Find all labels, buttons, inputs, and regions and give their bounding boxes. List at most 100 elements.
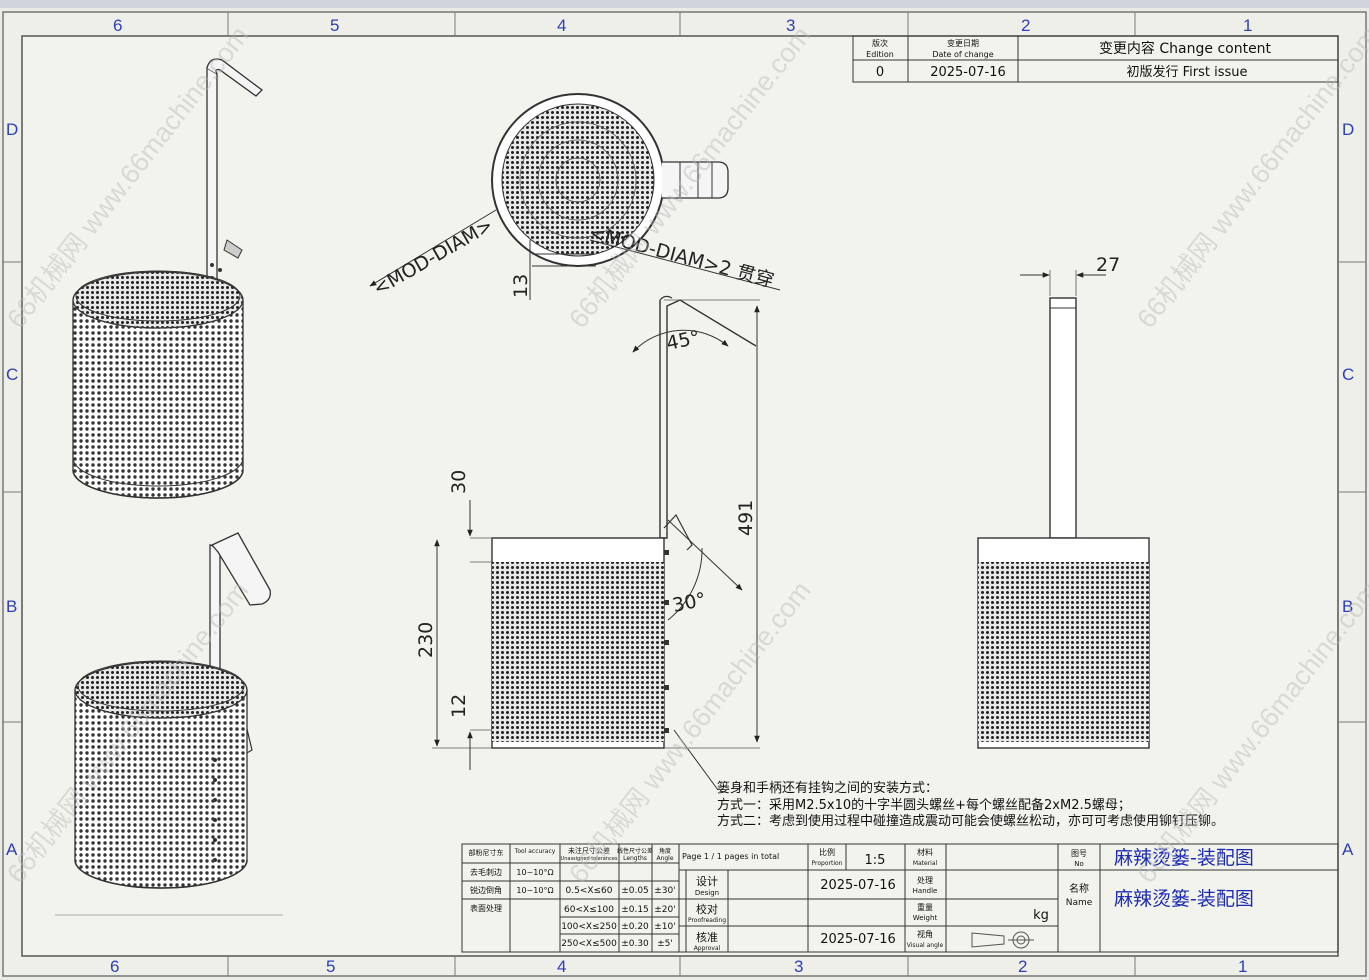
dim-13: 13 [510,274,532,298]
svg-text:Weight: Weight [913,914,938,922]
title-block-text: 部粉尼寸东 Tool accuracy 未注尺寸公差 Unassigned to… [469,846,1254,952]
svg-text:材料: 材料 [917,847,933,857]
top-view [369,93,781,300]
svg-text:麻辣烫篓-装配图: 麻辣烫篓-装配图 [1114,847,1254,869]
svg-text:Name: Name [1066,898,1093,908]
svg-text:变更日期: 变更日期 [947,38,979,48]
svg-text:6: 6 [113,16,122,35]
svg-text:6: 6 [110,957,119,976]
svg-text:3: 3 [786,16,795,35]
dim-30: 30 [448,470,470,494]
svg-text:2: 2 [1018,957,1027,976]
svg-text:2: 2 [1021,16,1030,35]
svg-text:±10': ±10' [654,922,675,932]
svg-text:±0.15: ±0.15 [621,905,649,915]
svg-text:表面处理: 表面处理 [470,903,502,913]
svg-text:3: 3 [794,957,803,976]
svg-text:未注尺寸公差: 未注尺寸公差 [568,846,610,855]
svg-text:Handle: Handle [913,887,938,895]
svg-text:250<X≤500: 250<X≤500 [561,939,617,949]
dim-12: 12 [448,694,470,718]
svg-text:Design: Design [695,889,719,897]
svg-text:比例: 比例 [819,847,835,857]
svg-text:重量: 重量 [917,902,933,912]
svg-text:Angle: Angle [656,855,673,862]
svg-text:1: 1 [1243,16,1252,35]
svg-text:核准: 核准 [696,930,718,944]
svg-text:10~10°Ω: 10~10°Ω [516,886,553,895]
svg-text:5: 5 [326,957,335,976]
svg-text:去毛刺边: 去毛刺边 [470,867,502,877]
svg-text:A: A [6,840,18,859]
svg-text:图号: 图号 [1071,849,1087,858]
svg-text:角度: 角度 [659,847,671,855]
svg-text:线性尺寸公差: 线性尺寸公差 [617,847,653,855]
svg-text:Material: Material [913,860,938,867]
svg-text:初版发行 First issue: 初版发行 First issue [1126,64,1247,80]
svg-text:0.5<X≤60: 0.5<X≤60 [565,886,612,896]
svg-text:±20': ±20' [654,905,675,915]
svg-text:2025-07-16: 2025-07-16 [930,65,1006,80]
svg-text:±0.05: ±0.05 [621,886,649,896]
svg-text:±30': ±30' [654,886,675,896]
svg-text:Approval: Approval [694,945,721,952]
svg-text:D: D [6,120,18,139]
svg-text:设计: 设计 [696,875,718,888]
svg-text:校对: 校对 [696,902,718,916]
svg-text:A: A [1342,840,1354,859]
svg-text:B: B [6,597,17,616]
front-view [432,295,760,791]
svg-text:锐边倒角: 锐边倒角 [470,885,502,895]
svg-text:C: C [1342,365,1354,384]
svg-text:4: 4 [557,16,566,35]
svg-text:kg: kg [1033,908,1049,923]
svg-text:±0.30: ±0.30 [621,939,649,949]
svg-text:视角: 视角 [917,929,933,939]
svg-text:±5': ±5' [657,939,673,949]
svg-text:名称: 名称 [1069,882,1089,895]
svg-text:±0.20: ±0.20 [621,922,649,932]
svg-text:1: 1 [1238,957,1247,976]
svg-text:1:5: 1:5 [865,853,886,868]
svg-text:处理: 处理 [917,875,933,885]
zone-labels: 6 5 4 3 2 1 6 5 4 3 2 1 D C B A D C B A [6,16,1354,976]
installation-notes: 篓身和手柄还有挂钩之间的安装方式： 方式一：采用M2.5x10的十字半圆头螺丝+… [717,780,1224,829]
svg-text:变更内容 Change content: 变更内容 Change content [1099,40,1272,57]
svg-text:B: B [1342,597,1353,616]
svg-text:方式一：采用M2.5x10的十字半圆头螺丝+每个螺丝配备2x: 方式一：采用M2.5x10的十字半圆头螺丝+每个螺丝配备2xM2.5螺母； [717,797,1131,813]
svg-text:Proportion: Proportion [812,860,843,867]
svg-text:Lengths: Lengths [623,855,647,862]
svg-text:C: C [6,365,18,384]
svg-text:Tool accuracy: Tool accuracy [514,848,556,855]
svg-text:D: D [1342,120,1354,139]
svg-text:60<X≤100: 60<X≤100 [564,905,614,915]
svg-text:Date of change: Date of change [932,50,993,59]
svg-text:10~10°Ω: 10~10°Ω [516,868,553,877]
svg-text:2025-07-16: 2025-07-16 [820,932,896,947]
side-view [977,270,1150,749]
svg-text:方式二：考虑到使用过程中碰撞造成震动可能会使螺丝松动，亦可可: 方式二：考虑到使用过程中碰撞造成震动可能会使螺丝松动，亦可可考虑使用铆钉压铆。 [717,813,1224,829]
svg-text:部粉尼寸东: 部粉尼寸东 [469,848,504,857]
svg-text:4: 4 [557,957,566,976]
projection-symbol [971,931,1034,949]
svg-text:100<X≤250: 100<X≤250 [561,922,617,932]
dim-230: 230 [415,622,437,658]
svg-text:版次: 版次 [872,38,888,48]
title-block [461,843,1339,953]
svg-text:Visual angle: Visual angle [907,942,944,949]
svg-text:0: 0 [876,65,884,80]
isometric-view-bottom [55,532,283,916]
svg-text:Edition: Edition [866,50,894,59]
dim-27: 27 [1096,254,1120,276]
svg-text:麻辣烫篓-装配图: 麻辣烫篓-装配图 [1114,888,1254,910]
svg-text:篓身和手柄还有挂钩之间的安装方式：: 篓身和手柄还有挂钩之间的安装方式： [717,780,938,796]
svg-text:Proofreading: Proofreading [688,917,726,924]
svg-text:5: 5 [330,16,339,35]
svg-text:Page 1 / 1 pages in total: Page 1 / 1 pages in total [682,852,779,861]
isometric-view-top [72,58,263,499]
svg-text:Unassigned tolerances: Unassigned tolerances [561,856,618,862]
revision-table: 版次 Edition 变更日期 Date of change 变更内容 Chan… [852,35,1339,83]
dim-491: 491 [735,500,757,536]
svg-text:2025-07-16: 2025-07-16 [820,878,896,893]
